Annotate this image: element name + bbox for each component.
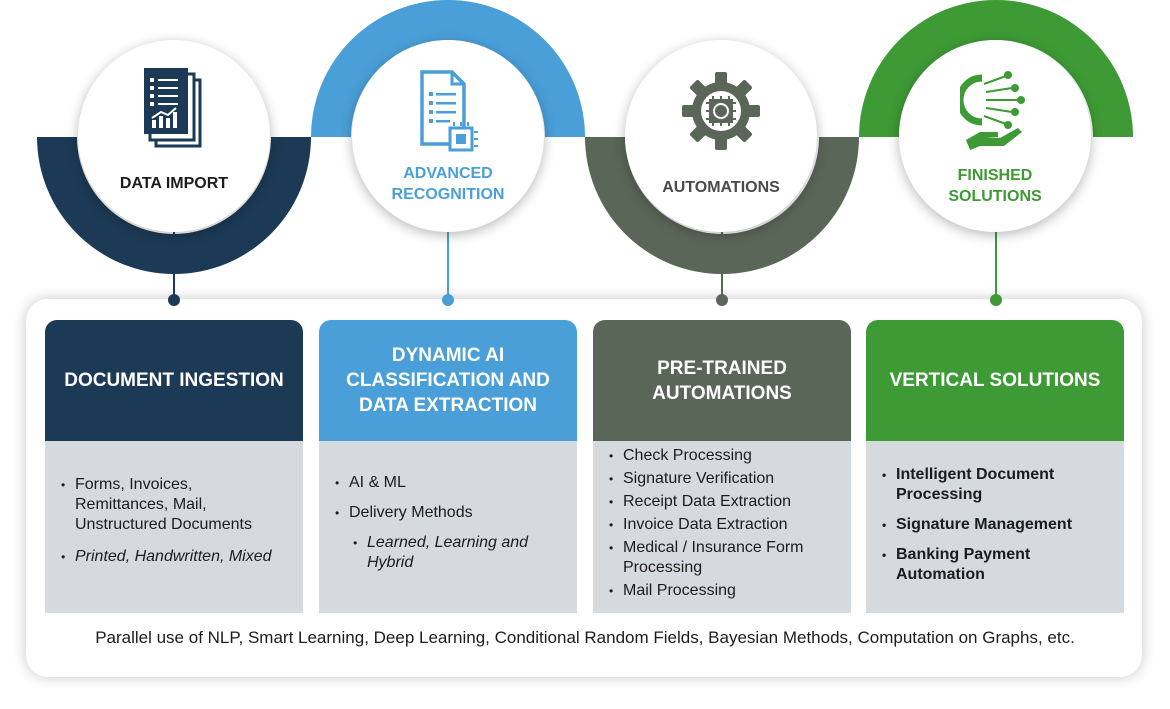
stage-finished-solutions: FINISHED SOLUTIONS [899,40,1091,232]
arc-finished-solutions [859,0,1133,274]
card-list: Intelligent Document Processing Signatur… [882,465,1108,585]
stage-data-import: DATA IMPORT [78,40,270,232]
stage-title: FINISHED SOLUTIONS [948,167,1042,205]
card-heading: DOCUMENT INGESTION [45,320,303,441]
list-item: Signature Management [882,515,1108,535]
card-list: Check Processing Signature Verification … [609,446,835,601]
card-heading: VERTICAL SOLUTIONS [866,320,1124,441]
list-item: AI & ML [335,473,561,493]
dot-advanced-recognition [442,294,454,306]
card-list: Forms, Invoices, Remittances, Mail, Unst… [61,475,287,567]
list-item: Check Processing [609,446,835,466]
card-heading: PRE-TRAINED AUTOMATIONS [593,320,851,441]
connector-advanced-recognition [447,232,449,298]
list-item: Intelligent Document Processing [882,465,1108,505]
card-body: Forms, Invoices, Remittances, Mail, Unst… [45,441,303,613]
dot-automations [716,294,728,306]
stage-advanced-recognition: ADVANCED RECOGNITION [352,40,544,232]
list-item: Learned, Learning and Hybrid [353,533,561,573]
card-document-ingestion: DOCUMENT INGESTION Forms, Invoices, Remi… [45,320,303,613]
card-vertical-solutions: VERTICAL SOLUTIONS Intelligent Document … [866,320,1124,613]
list-item: Invoice Data Extraction [609,515,835,535]
hand-network-icon [956,70,1030,157]
arc-advanced-recognition [311,0,585,274]
card-body: Check Processing Signature Verification … [593,441,851,613]
card-pre-trained: PRE-TRAINED AUTOMATIONS Check Processing… [593,320,851,613]
list-item: Signature Verification [609,469,835,489]
stage-title: AUTOMATIONS [662,179,780,196]
arc-automations [585,0,859,274]
dot-data-import [168,294,180,306]
card-list: AI & ML Delivery Methods Learned, Learni… [335,473,561,573]
card-body: AI & ML Delivery Methods Learned, Learni… [319,441,577,613]
stage-automations: AUTOMATIONS [625,40,817,232]
list-item: Mail Processing [609,581,835,601]
list-item: Medical / Insurance Form Processing [609,538,835,578]
arc-data-import [37,0,311,274]
connector-data-import [173,228,175,298]
stage-title: DATA IMPORT [119,175,229,192]
stage-title: ADVANCED RECOGNITION [391,165,505,203]
card-body: Intelligent Document Processing Signatur… [866,441,1124,613]
document-chip-icon [418,70,478,159]
document-chart-icon [144,68,204,157]
list-item: Receipt Data Extraction [609,492,835,512]
list-item: Banking Payment Automation [882,545,1108,585]
connector-finished-solutions [995,232,997,298]
gear-chip-icon [680,70,762,157]
card-dynamic-ai: DYNAMIC AI CLASSIFICATION AND DATA EXTRA… [319,320,577,613]
list-item: Printed, Handwritten, Mixed [61,547,287,567]
list-item: Delivery Methods [335,503,561,523]
footer-note: Parallel use of NLP, Smart Learning, Dee… [95,628,1075,647]
list-item: Forms, Invoices, Remittances, Mail, Unst… [61,475,287,535]
dot-finished-solutions [990,294,1002,306]
card-heading: DYNAMIC AI CLASSIFICATION AND DATA EXTRA… [319,320,577,441]
connector-automations [721,232,723,298]
